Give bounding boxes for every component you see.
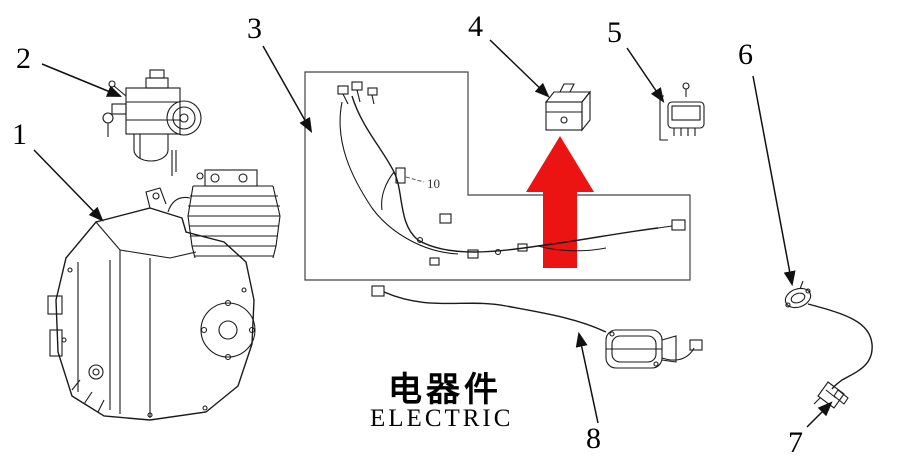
leader-arrow-1 (33, 149, 104, 222)
leader-arrow-3 (262, 45, 313, 133)
leader-arrows (33, 39, 833, 428)
part-label-4: 4 (468, 10, 483, 43)
cdi-unit-drawing (659, 82, 705, 141)
wiring-harness-drawing (337, 81, 686, 266)
relay-drawing (544, 83, 592, 132)
ignition-coil-drawing (371, 285, 703, 369)
leader-arrow-6 (752, 75, 796, 287)
part-label-3: 3 (247, 12, 262, 45)
part-label-7: 7 (788, 426, 803, 459)
leader-arrow-5 (626, 47, 665, 103)
part-label-10: 10 (427, 176, 440, 191)
engine-drawing (47, 169, 281, 421)
leader-arrow-7 (806, 401, 833, 428)
diagram-title-english: ELECTRIC (370, 405, 514, 432)
part-label-2: 2 (16, 42, 31, 75)
leader-arrow-4 (489, 39, 550, 98)
leader-arrow-2 (41, 63, 123, 97)
part-label-6: 6 (738, 38, 753, 71)
harness-boundary-outline (304, 71, 691, 281)
red-up-arrow (526, 136, 594, 268)
part-label-5: 5 (607, 16, 622, 49)
leader-arrow-8 (575, 331, 599, 424)
sensor-drawing (784, 280, 873, 390)
part-label-8: 8 (586, 422, 601, 455)
part-label-1: 1 (12, 118, 27, 151)
diagram-title-chinese: 电器件 (388, 370, 502, 410)
spark-plug-cap-drawing (813, 381, 849, 409)
carburetor-drawing (102, 69, 202, 176)
